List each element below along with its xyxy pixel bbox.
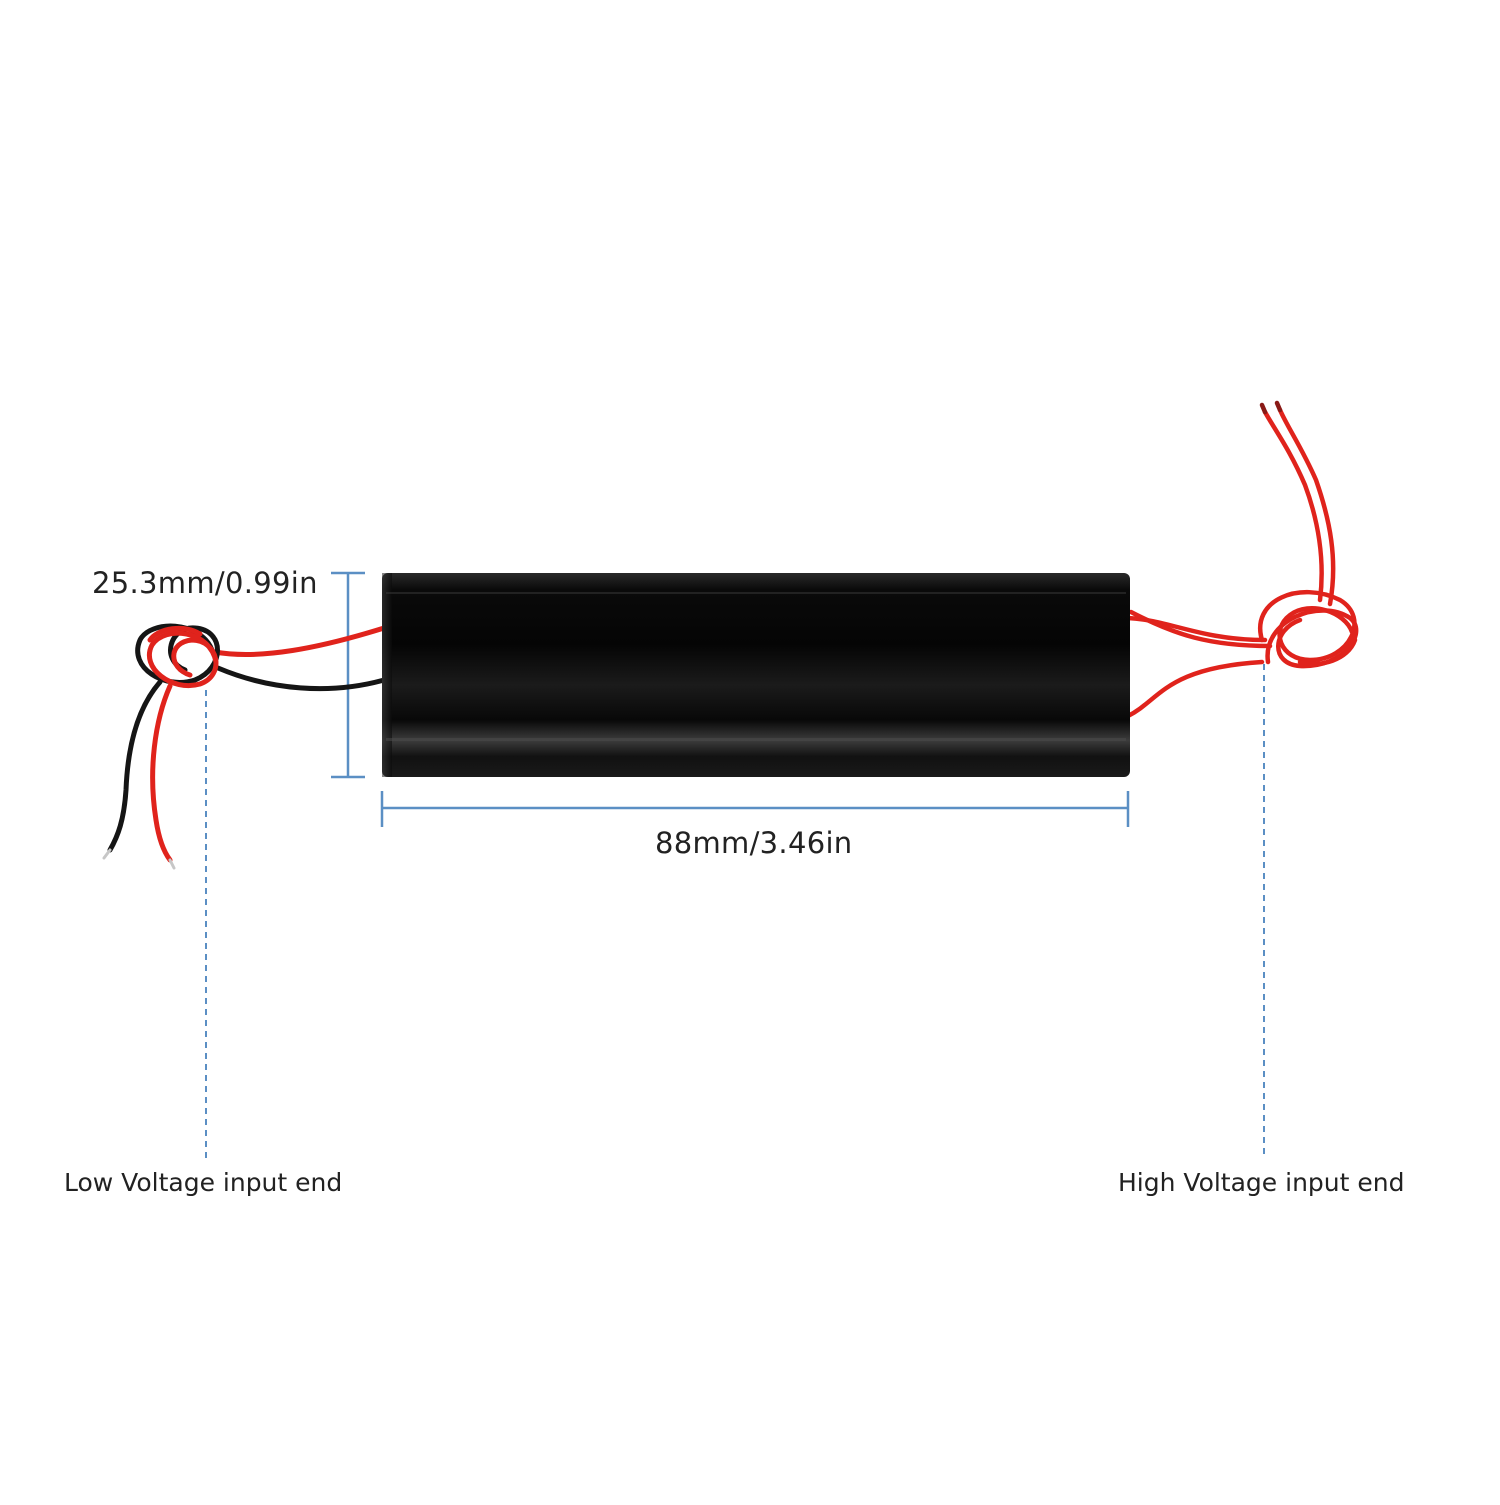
low-voltage-end-label: Low Voltage input end [64, 1168, 343, 1197]
height-dimension-label: 25.3mm/0.99in [92, 566, 318, 600]
transformer-body [382, 573, 1130, 777]
low-voltage-wires [102, 623, 387, 870]
length-dimension-line [380, 791, 1130, 827]
high-voltage-wires [1125, 400, 1359, 719]
length-dimension-label: 88mm/3.46in [655, 826, 853, 860]
height-dimension-line [331, 571, 365, 779]
high-voltage-end-label: High Voltage input end [1118, 1168, 1405, 1197]
